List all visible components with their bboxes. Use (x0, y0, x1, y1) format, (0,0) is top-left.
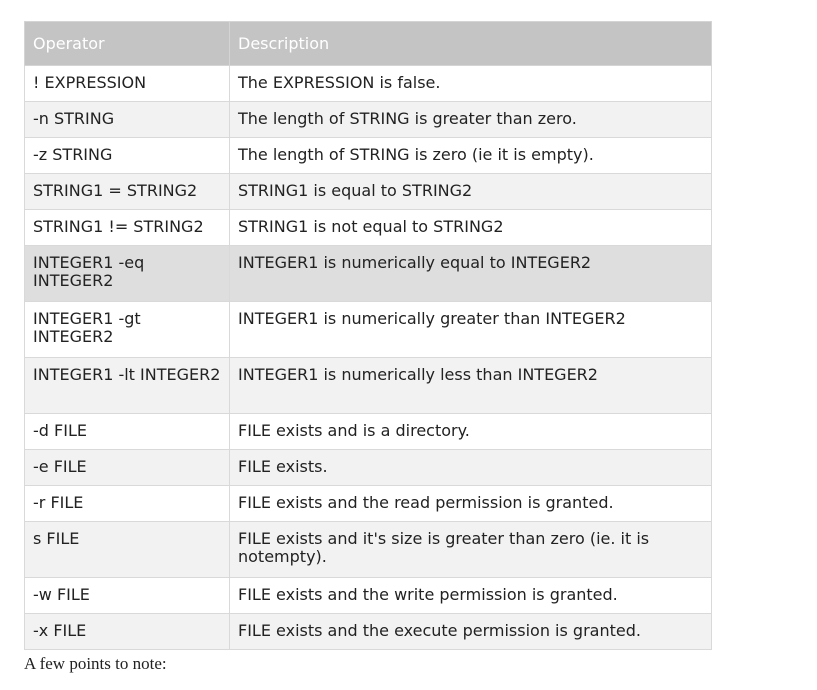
description-cell: The EXPRESSION is false. (229, 65, 712, 102)
description-cell: FILE exists and it's size is greater tha… (229, 521, 712, 578)
description-cell: STRING1 is not equal to STRING2 (229, 209, 712, 246)
table-row: -d FILE FILE exists and is a directory. (24, 413, 712, 450)
table-row: STRING1 != STRING2 STRING1 is not equal … (24, 209, 712, 246)
note-text: A few points to note: (24, 654, 167, 673)
description-cell: INTEGER1 is numerically equal to INTEGER… (229, 245, 712, 302)
table-row: -z STRING The length of STRING is zero (… (24, 137, 712, 174)
description-cell: FILE exists. (229, 449, 712, 486)
table-row: -e FILE FILE exists. (24, 449, 712, 486)
table-row: s FILE FILE exists and it's size is grea… (24, 521, 712, 578)
operators-table: Operator Description ! EXPRESSION The EX… (24, 21, 712, 650)
description-cell: STRING1 is equal to STRING2 (229, 173, 712, 210)
operator-cell: INTEGER1 -lt INTEGER2 (24, 357, 230, 414)
operator-cell: ! EXPRESSION (24, 65, 230, 102)
table-row: INTEGER1 -lt INTEGER2 INTEGER1 is numeri… (24, 357, 712, 414)
table-row: -x FILE FILE exists and the execute perm… (24, 613, 712, 650)
operator-cell: -w FILE (24, 577, 230, 614)
operator-cell: -e FILE (24, 449, 230, 486)
table-row: STRING1 = STRING2 STRING1 is equal to ST… (24, 173, 712, 210)
description-cell: INTEGER1 is numerically less than INTEGE… (229, 357, 712, 414)
operator-cell: -r FILE (24, 485, 230, 522)
description-cell: The length of STRING is greater than zer… (229, 101, 712, 138)
table-row: -w FILE FILE exists and the write permis… (24, 577, 712, 614)
header-operator: Operator (24, 21, 230, 66)
table-row: ! EXPRESSION The EXPRESSION is false. (24, 65, 712, 102)
operator-cell: INTEGER1 -eq INTEGER2 (24, 245, 230, 302)
operator-cell: -n STRING (24, 101, 230, 138)
operator-cell: -d FILE (24, 413, 230, 450)
description-cell: INTEGER1 is numerically greater than INT… (229, 301, 712, 358)
operator-cell: STRING1 != STRING2 (24, 209, 230, 246)
operator-cell: STRING1 = STRING2 (24, 173, 230, 210)
table-row: -n STRING The length of STRING is greate… (24, 101, 712, 138)
operator-cell: s FILE (24, 521, 230, 578)
table-row: INTEGER1 -gt INTEGER2 INTEGER1 is numeri… (24, 301, 712, 358)
operator-cell: -z STRING (24, 137, 230, 174)
description-cell: FILE exists and is a directory. (229, 413, 712, 450)
description-cell: The length of STRING is zero (ie it is e… (229, 137, 712, 174)
operator-cell: INTEGER1 -gt INTEGER2 (24, 301, 230, 358)
operator-cell: -x FILE (24, 613, 230, 650)
table-row-highlighted: INTEGER1 -eq INTEGER2 INTEGER1 is numeri… (24, 245, 712, 302)
description-cell: FILE exists and the execute permission i… (229, 613, 712, 650)
table-row: -r FILE FILE exists and the read permiss… (24, 485, 712, 522)
description-cell: FILE exists and the write permission is … (229, 577, 712, 614)
table-header-row: Operator Description (24, 21, 712, 66)
description-cell: FILE exists and the read permission is g… (229, 485, 712, 522)
header-description: Description (229, 21, 712, 66)
